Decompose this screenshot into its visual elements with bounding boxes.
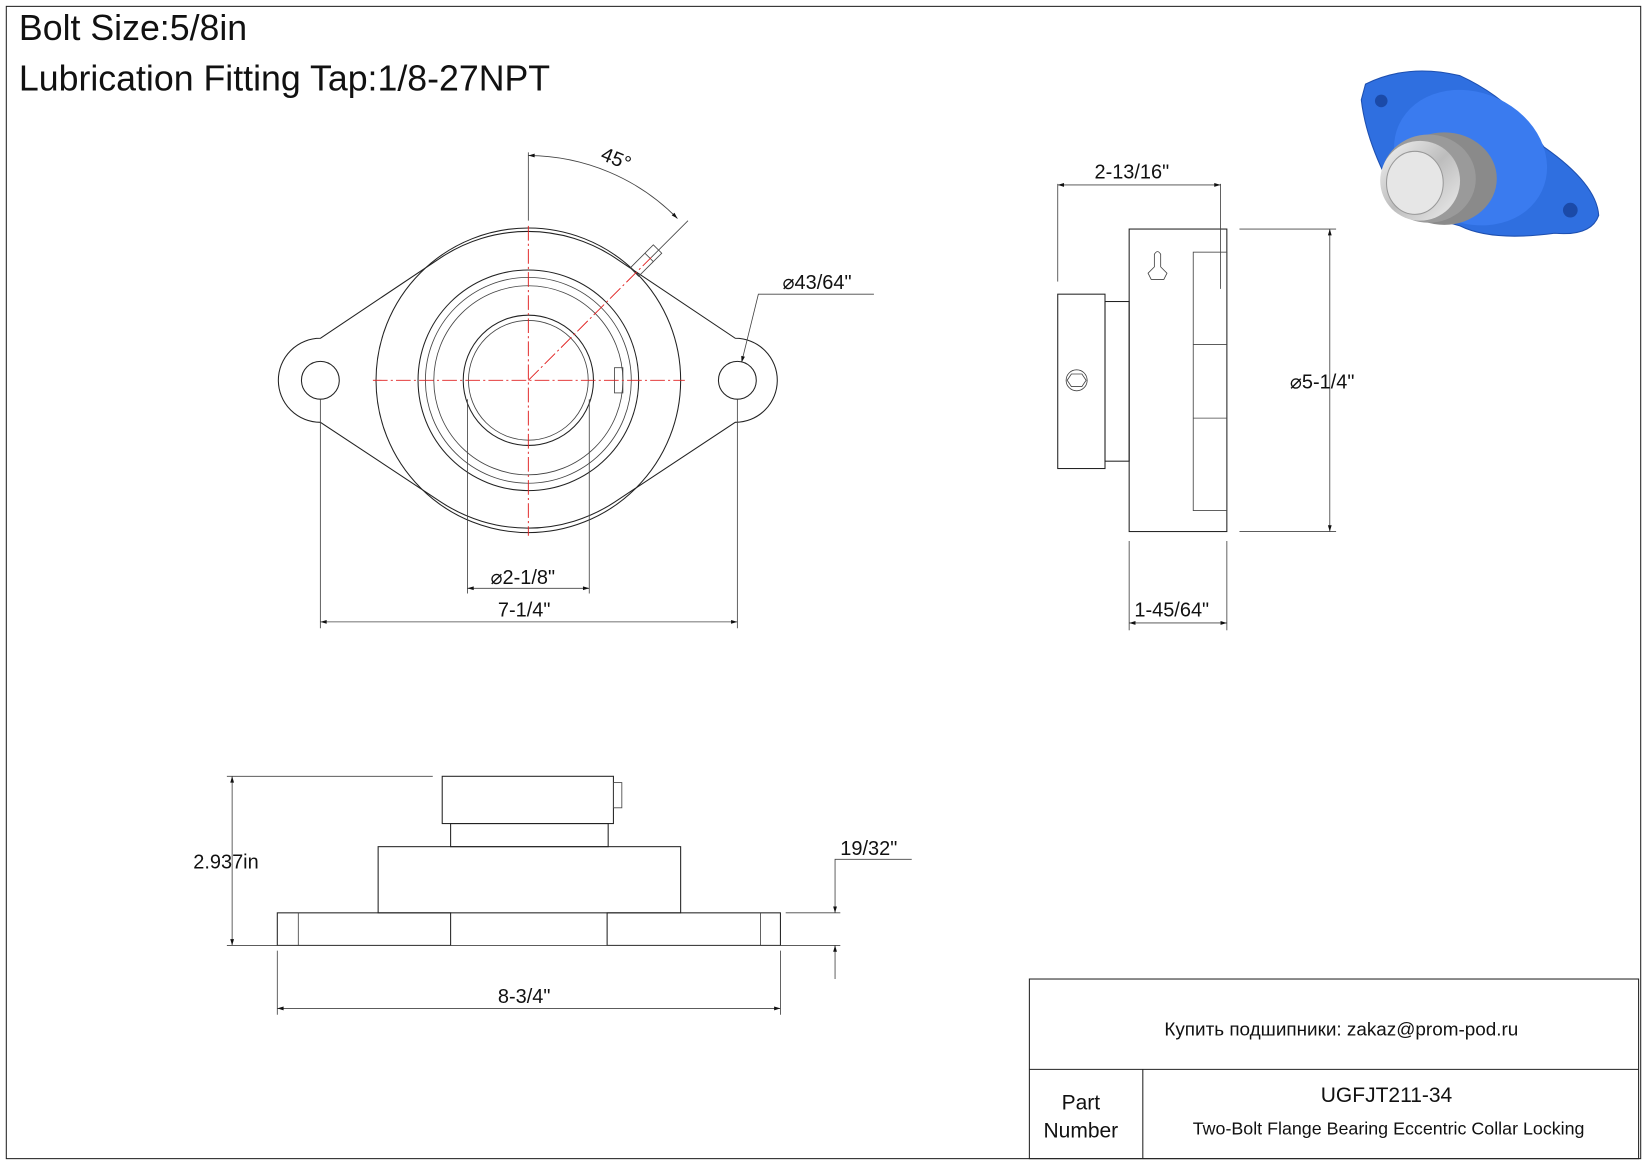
angle-dimension: 45°	[598, 144, 634, 176]
hole-diameter-dimension: ⌀43/64"	[783, 272, 852, 294]
part-description: Two-Bolt Flange Bearing Eccentric Collar…	[1193, 1118, 1585, 1138]
part-number: UGFJT211-34	[1321, 1084, 1453, 1107]
contact-text: Купить подшипники: zakaz@prom-pod.ru	[1164, 1020, 1518, 1041]
depth-dimension: 2-13/16"	[1094, 162, 1169, 184]
overall-length-dimension: 8-3/4"	[498, 986, 551, 1008]
flange-diameter-dimension: ⌀5-1/4"	[1290, 372, 1355, 394]
sheet-border	[5, 5, 1642, 1160]
height-dimension: 2.937in	[193, 852, 258, 874]
title-block: Купить подшипники: zakaz@prom-pod.ru Par…	[1028, 978, 1640, 1160]
bore-diameter-dimension: ⌀2-1/8"	[491, 567, 556, 589]
number-label: Number	[1043, 1120, 1118, 1143]
bolt-size-label: Bolt Size:5/8in	[19, 8, 247, 48]
part-label: Part	[1062, 1091, 1101, 1114]
lubrication-label: Lubrication Fitting Tap:1/8-27NPT	[19, 58, 550, 98]
front-view: 45° ⌀43/64" ⌀2-1/8" 7-1/4"	[277, 144, 874, 629]
bearing-3d-render	[1360, 70, 1600, 237]
flange-width-dimension: 1-45/64"	[1134, 600, 1209, 622]
side-view: 2-13/16" ⌀5-1/4" 1-45/64"	[1057, 162, 1355, 631]
bottom-view: 2.937in 19/32" 8-3/4"	[193, 775, 912, 1015]
flange-thickness-dimension: 19/32"	[840, 838, 897, 860]
bolt-spacing-dimension: 7-1/4"	[498, 600, 551, 622]
